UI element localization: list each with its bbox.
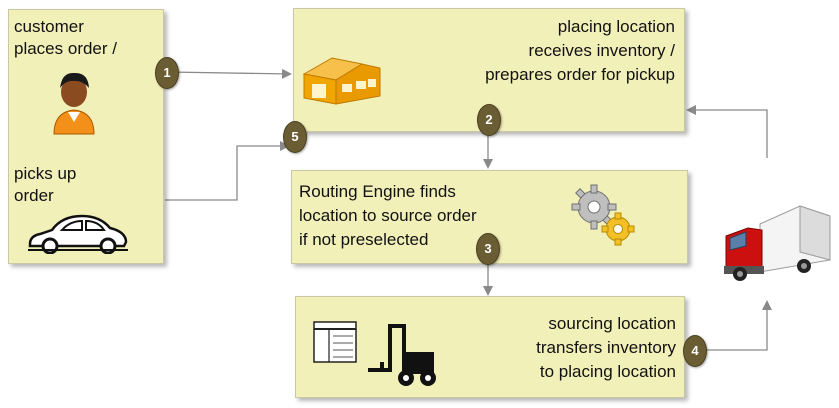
arrow-pickup-to-placing — [165, 141, 290, 201]
forklift-icon — [366, 318, 438, 390]
customer-picks-up-line2: order — [14, 186, 54, 205]
sourcing-text-line2: transfers inventory — [536, 338, 676, 357]
customer-places-order-line1: customer — [14, 17, 84, 36]
step-badge-1: 1 — [155, 57, 179, 89]
step-badge-2: 2 — [477, 104, 501, 136]
customer-picks-up-line1: picks up — [14, 164, 77, 183]
truck-icon — [720, 200, 834, 284]
step-badge-5: 5 — [283, 121, 307, 153]
customer-person-icon — [48, 66, 100, 136]
arrow-sourcing-to-truck — [680, 300, 772, 351]
step-badge-3: 3 — [476, 233, 500, 265]
car-icon — [26, 210, 130, 255]
sourcing-location-box — [295, 296, 685, 398]
store-icon — [302, 54, 382, 106]
routing-text-line3: if not preselected — [299, 230, 429, 249]
placing-text-line1: placing location — [557, 17, 675, 36]
routing-text-line1: Routing Engine finds — [299, 182, 456, 201]
placing-text-line2: receives inventory / — [528, 41, 675, 60]
gears-icon — [570, 183, 638, 249]
form-icon — [313, 321, 357, 363]
placing-text-line3: prepares order for pickup — [485, 65, 675, 84]
arrow-truck-to-placing — [686, 105, 768, 158]
routing-text-line2: location to source order — [299, 206, 477, 225]
sourcing-text-line3: to placing location — [539, 362, 676, 381]
arrow-order-to-placing — [167, 68, 292, 79]
sourcing-text-line1: sourcing location — [548, 314, 676, 333]
customer-places-order-line2: places order / — [14, 39, 117, 58]
step-badge-4: 4 — [683, 335, 707, 367]
